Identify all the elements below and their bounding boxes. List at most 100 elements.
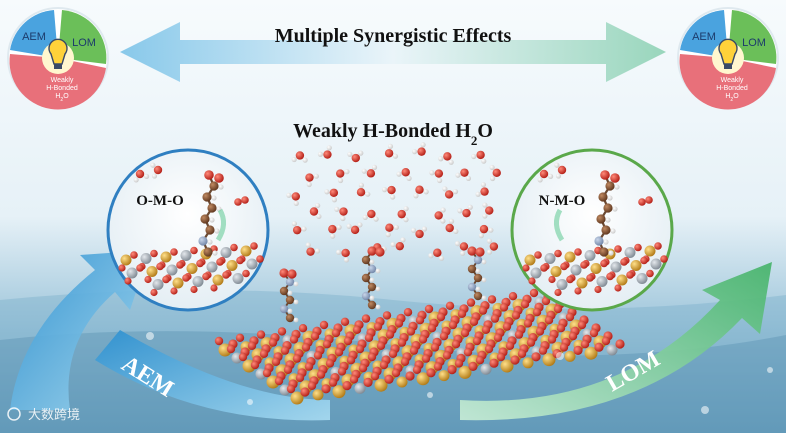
water-hydrogen <box>344 169 350 175</box>
water-oxygen <box>153 165 163 175</box>
aem-arrow-body <box>95 330 330 421</box>
circle-oxygen-atom <box>216 258 224 266</box>
circle-metal-atom <box>644 245 656 257</box>
circle-metal-atom <box>556 279 568 290</box>
oxygen-atom <box>426 368 436 378</box>
water-oxygen <box>329 188 339 197</box>
process-arrow-icon <box>215 208 226 242</box>
left-circle-border <box>106 148 270 312</box>
left-circle-label: O-M-O <box>136 193 183 209</box>
water-hydrogen <box>315 202 321 209</box>
water-oxygen <box>328 224 337 234</box>
circle-oxygen-atom <box>586 274 594 282</box>
circle-oxygen-atom <box>196 259 204 268</box>
oxygen-atom <box>487 295 497 304</box>
oxygen-atom <box>405 371 415 381</box>
badge-pink-piece <box>679 54 776 110</box>
ligand-hydrogen <box>481 259 487 265</box>
oxygen-atom <box>256 330 266 339</box>
ligand-hydrogen <box>287 290 293 296</box>
right-magnified-circle: N-M-O <box>510 148 674 312</box>
oxygen-atom <box>594 342 604 352</box>
water-hydrogen <box>410 227 417 233</box>
oxygen-atom <box>580 340 590 349</box>
water-oxygen <box>479 224 489 234</box>
water-oxygen <box>434 211 443 220</box>
circle-metal-atom <box>246 258 258 270</box>
oxygen-atom <box>520 300 530 309</box>
water-hydrogen <box>358 150 364 156</box>
circle-oxygen-atom <box>580 261 588 269</box>
metal-atom <box>374 378 388 392</box>
oxygen-atom <box>331 328 341 338</box>
oxygen-atom <box>355 344 365 354</box>
oxygen-atom <box>397 338 407 347</box>
oxygen-atom <box>406 327 416 336</box>
oxygen-atom <box>307 381 317 390</box>
circle-oxygen-atom <box>190 246 198 255</box>
water-oxygen <box>492 168 501 178</box>
water-hydrogen <box>454 240 461 247</box>
o2-atom <box>638 198 646 206</box>
water-hydrogen <box>537 177 543 183</box>
circle-ligand-atom <box>200 214 210 224</box>
oxygen-atom <box>226 344 236 354</box>
circle-metal-atom <box>650 258 662 270</box>
oxygen-atom <box>445 301 455 310</box>
water-hydrogen <box>330 233 336 239</box>
circle-metal-atom <box>180 250 192 261</box>
water-hydrogen <box>358 182 365 188</box>
process-arrow-icon <box>554 208 565 242</box>
water-oxygen <box>415 185 424 194</box>
ligand-atom <box>467 282 477 292</box>
water-oxygen <box>341 248 350 258</box>
water-oxygen <box>401 168 410 177</box>
oxygen-atom <box>268 338 278 347</box>
water-oxygen <box>305 173 314 182</box>
oxygen-atom <box>328 378 338 387</box>
subtitle-end: O <box>477 120 493 142</box>
watermark-logo-icon <box>7 407 21 421</box>
circle-oxygen-atom <box>230 243 238 252</box>
oxygen-atom <box>532 308 542 317</box>
water-hydrogen <box>448 218 455 224</box>
oxygen-atom <box>493 333 503 342</box>
circle-ligand-atom <box>202 192 212 202</box>
oxygen-atom <box>277 327 287 336</box>
oxygen-atom <box>601 336 611 346</box>
circle-ligand-atom <box>596 214 606 224</box>
circle-ligand-hydrogen <box>607 195 613 201</box>
circle-oxygen-atom <box>222 271 230 279</box>
ligand-oxygen <box>287 269 297 279</box>
circle-metal-atom <box>232 273 244 284</box>
circle-metal-atom <box>186 263 198 274</box>
water-hydrogen <box>438 255 445 261</box>
water-hydrogen <box>403 206 409 212</box>
oxygen-atom <box>510 355 520 365</box>
circle-oxygen-atom <box>540 264 548 272</box>
water-hydrogen <box>371 164 378 170</box>
oxygen-atom <box>295 373 305 382</box>
water-oxygen <box>323 150 332 159</box>
circle-oxygen-atom <box>534 251 542 259</box>
bubble <box>146 332 154 340</box>
water-hydrogen <box>403 217 409 223</box>
circle-ligand-atom <box>205 225 215 235</box>
water-oxygen <box>306 247 315 256</box>
oxygen-atom <box>313 351 323 360</box>
circle-ligand-atom <box>605 181 615 191</box>
right-puzzle-badge: AEM LOM Weakly H-Bonded H2O <box>677 7 779 110</box>
aem-curved-arrow <box>10 250 150 410</box>
oxygen-atom <box>262 368 272 378</box>
oxygen-atom <box>451 340 461 349</box>
water-hydrogen <box>452 189 459 195</box>
water-oxygen <box>557 165 567 175</box>
oxygen-atom <box>439 332 449 341</box>
oxygen-atom <box>321 384 331 394</box>
oxygen-atom <box>448 320 458 330</box>
ligand-hydrogen <box>369 295 375 301</box>
oxygen-atom <box>553 304 563 314</box>
metal-atom <box>332 385 346 399</box>
circle-oxygen-atom <box>614 284 622 292</box>
